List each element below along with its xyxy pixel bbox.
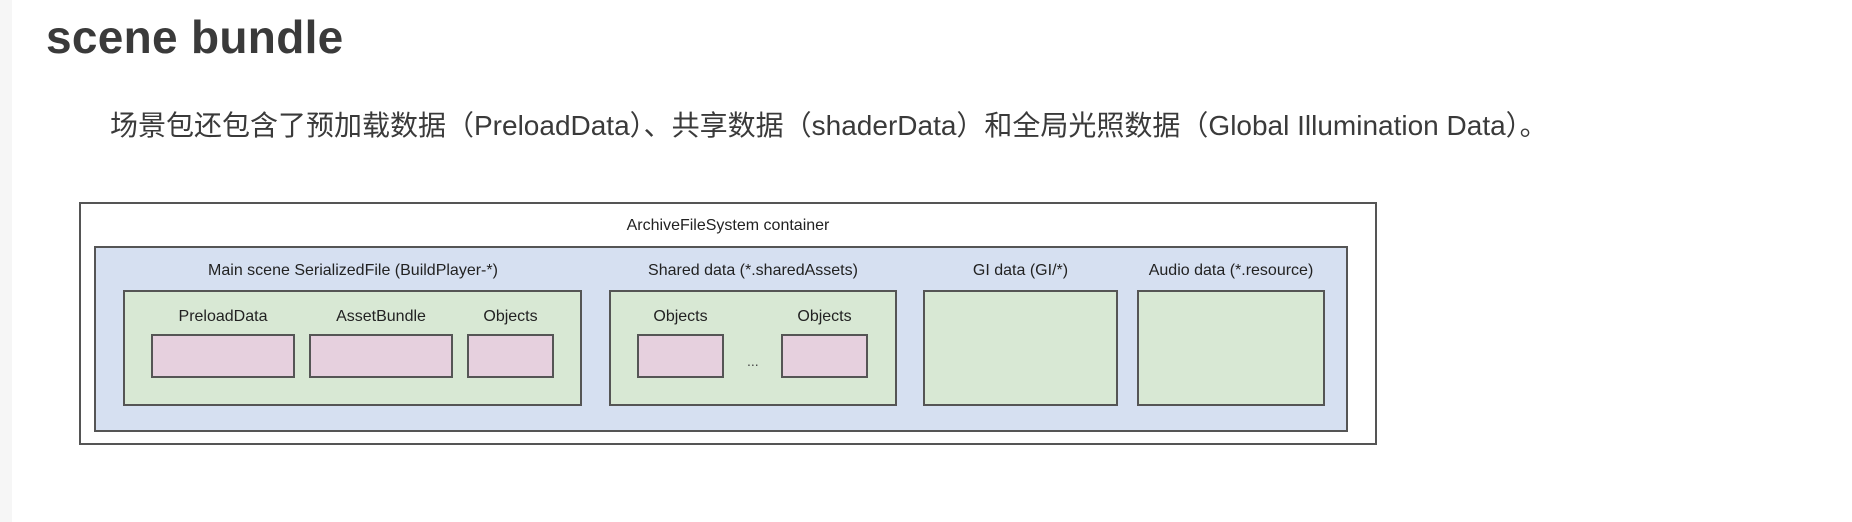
shared-objects-box-1: [637, 334, 724, 378]
main-scene-box: PreloadData AssetBundle Objects: [123, 290, 582, 406]
objects-box: [467, 334, 554, 378]
container-title: ArchiveFileSystem container: [626, 217, 830, 234]
preloaddata-box: [151, 334, 295, 378]
description-paragraph: 场景包还包含了预加载数据（PreloadData）、共享数据（shaderDat…: [110, 110, 1548, 141]
preloaddata-label: PreloadData: [178, 308, 268, 325]
shared-data-title: Shared data (*.sharedAssets): [648, 262, 858, 279]
left-gutter: [0, 0, 12, 522]
shared-objects-label-1: Objects: [653, 308, 708, 325]
shared-objects-label-2: Objects: [797, 308, 852, 325]
assetbundle-label: AssetBundle: [336, 308, 426, 325]
main-scene-title: Main scene SerializedFile (BuildPlayer-*…: [208, 262, 498, 279]
archive-diagram: ArchiveFileSystem container Main scene S…: [79, 202, 1377, 445]
gi-data-box: [923, 290, 1118, 406]
audio-data-title: Audio data (*.resource): [1148, 262, 1314, 279]
container-section: Main scene SerializedFile (BuildPlayer-*…: [94, 246, 1348, 432]
objects-label: Objects: [483, 308, 538, 325]
gi-data-title: GI data (GI/*): [972, 262, 1069, 279]
shared-objects-box-2: [781, 334, 868, 378]
audio-data-box: [1137, 290, 1325, 406]
page-heading: scene bundle: [46, 11, 344, 63]
ellipsis: ...: [747, 353, 759, 369]
assetbundle-box: [309, 334, 453, 378]
shared-data-box: Objects ... Objects: [609, 290, 897, 406]
